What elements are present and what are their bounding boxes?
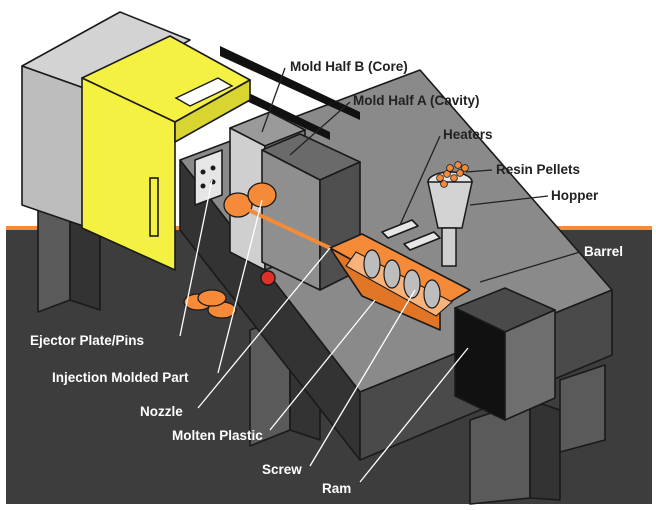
screw bbox=[363, 249, 441, 309]
molded-part-in-mold bbox=[223, 182, 331, 250]
label-barrel: Barrel bbox=[584, 244, 623, 259]
ejector-plate bbox=[194, 149, 223, 206]
label-molded-part: Injection Molded Part bbox=[52, 370, 189, 385]
ram bbox=[454, 287, 556, 421]
yellow-platen bbox=[81, 35, 251, 271]
label-mold-half-a: Mold Half A (Cavity) bbox=[353, 93, 480, 108]
label-ejector: Ejector Plate/Pins bbox=[30, 333, 144, 348]
label-screw: Screw bbox=[262, 462, 302, 477]
leader-lines bbox=[179, 67, 581, 483]
label-nozzle: Nozzle bbox=[140, 404, 183, 419]
platen-opening bbox=[174, 77, 234, 107]
label-heaters: Heaters bbox=[443, 127, 493, 142]
clamp-unit bbox=[21, 11, 191, 231]
label-ram: Ram bbox=[322, 481, 351, 496]
label-resin-pellets: Resin Pellets bbox=[496, 162, 580, 177]
labels: Mold Half B (Core) Mold Half A (Cavity) … bbox=[30, 59, 623, 496]
heaters bbox=[381, 219, 441, 251]
indicator-light-icon bbox=[260, 270, 276, 286]
label-hopper: Hopper bbox=[551, 188, 599, 203]
ejected-parts bbox=[183, 289, 237, 319]
label-mold-half-b: Mold Half B (Core) bbox=[290, 59, 408, 74]
platen-handle bbox=[149, 177, 159, 237]
resin-pellets bbox=[436, 161, 469, 188]
label-molten-plastic: Molten Plastic bbox=[172, 428, 263, 443]
